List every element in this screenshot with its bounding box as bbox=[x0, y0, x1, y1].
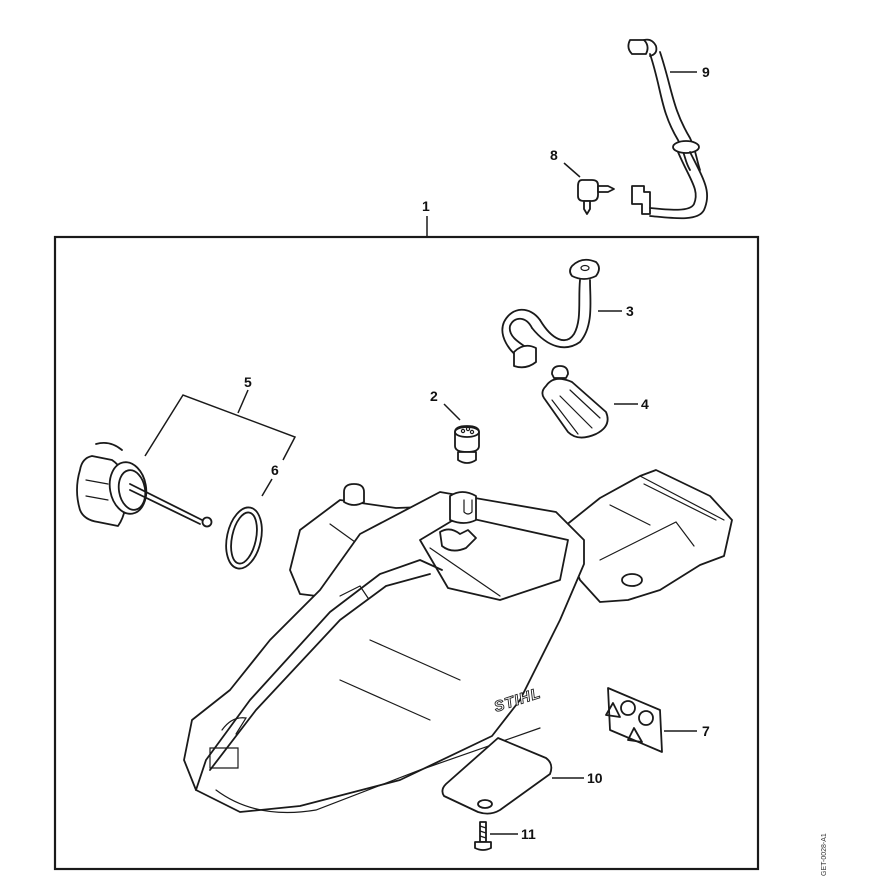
drawing-code: GET-0028-A1 bbox=[821, 833, 828, 876]
callout-10[interactable]: 10 bbox=[587, 770, 603, 786]
callout-1[interactable]: 1 bbox=[422, 198, 430, 214]
part-11-screw[interactable] bbox=[474, 821, 492, 851]
leader-6 bbox=[261, 478, 273, 497]
callout-7[interactable]: 7 bbox=[702, 723, 710, 739]
callout-6[interactable]: 6 bbox=[271, 462, 279, 478]
callout-4[interactable]: 4 bbox=[641, 396, 649, 412]
callout-9[interactable]: 9 bbox=[702, 64, 710, 80]
callout-5[interactable]: 5 bbox=[244, 374, 252, 390]
leader-5 bbox=[237, 389, 249, 414]
part-2-valve[interactable] bbox=[454, 425, 480, 464]
leader-8 bbox=[563, 162, 581, 178]
callout-2[interactable]: 2 bbox=[430, 388, 438, 404]
part-4-filter[interactable] bbox=[541, 365, 609, 439]
bracket-5 bbox=[144, 394, 297, 461]
tank-housing[interactable]: STIHL bbox=[183, 469, 733, 814]
part-7-label[interactable] bbox=[605, 687, 663, 753]
part-10-plate[interactable] bbox=[441, 737, 553, 815]
callout-8[interactable]: 8 bbox=[550, 147, 558, 163]
part-8-elbow[interactable] bbox=[577, 179, 615, 215]
part-6-o-ring[interactable] bbox=[221, 504, 267, 572]
part-5-filler-cap[interactable] bbox=[76, 441, 213, 528]
leader-2 bbox=[443, 403, 461, 421]
callout-11[interactable]: 11 bbox=[521, 826, 536, 842]
assembly-frame bbox=[53, 235, 760, 871]
callout-3[interactable]: 3 bbox=[626, 303, 634, 319]
part-3-fuel-hose[interactable] bbox=[501, 258, 600, 369]
part-9-hose[interactable] bbox=[627, 38, 708, 220]
